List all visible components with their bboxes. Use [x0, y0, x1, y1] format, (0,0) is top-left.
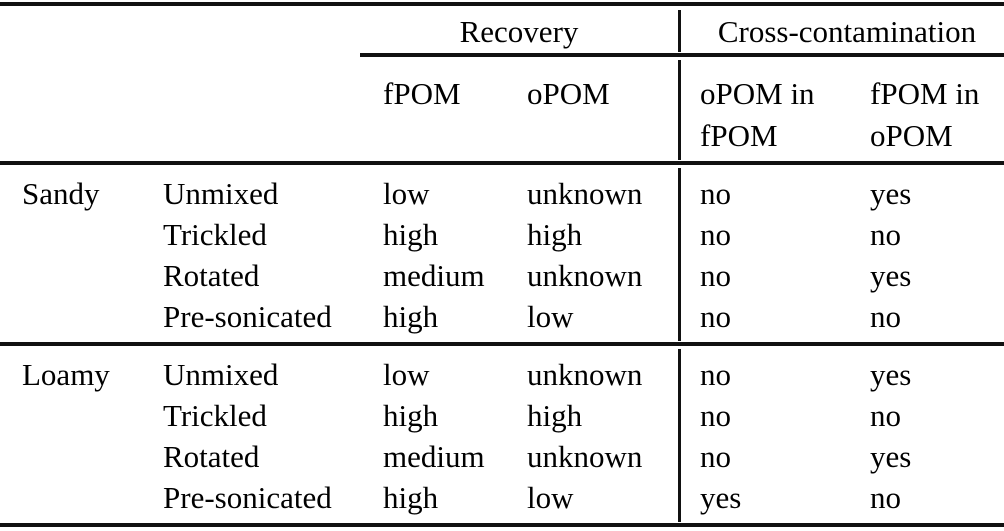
table-cell: unknown [527, 258, 643, 293]
table-cell: low [527, 480, 574, 515]
table-row: Unmixed [163, 176, 279, 211]
table-cell: no [700, 258, 731, 293]
table-row: Pre-sonicated [163, 480, 332, 515]
table-bottom-rule [0, 523, 1004, 527]
table-cell: high [527, 217, 583, 252]
table-cell: no [700, 299, 731, 334]
table-mid-rule [0, 342, 1004, 346]
table-cell: no [870, 217, 901, 252]
table-cell: no [870, 398, 901, 433]
row-group-label-loamy: Loamy [22, 357, 110, 392]
table-cell: yes [870, 258, 912, 293]
table-cell: high [383, 480, 439, 515]
table-group-rule [360, 53, 1004, 57]
table-row: Trickled [163, 398, 267, 433]
group-header-cross-contamination: Cross-contamination [717, 14, 977, 49]
table-top-rule [0, 2, 1004, 6]
table-cell: high [527, 398, 583, 433]
column-header-recovery-opom: oPOM [527, 76, 610, 111]
table-cell: low [383, 357, 430, 392]
column-group-separator [678, 168, 681, 341]
column-header-recovery-fpom: fPOM [383, 76, 461, 111]
column-group-separator [678, 60, 681, 160]
table-cell: no [700, 357, 731, 392]
table-cell: low [527, 299, 574, 334]
column-header-opom-in-fpom-line2: fPOM [700, 118, 778, 153]
table-cell: high [383, 398, 439, 433]
table-cell: medium [383, 439, 485, 474]
column-header-fpom-in-opom-line2: oPOM [870, 118, 953, 153]
column-header-fpom-in-opom-line1: fPOM in [870, 76, 980, 111]
table-cell: yes [870, 439, 912, 474]
table-row: Unmixed [163, 357, 279, 392]
column-header-opom-in-fpom-line1: oPOM in [700, 76, 815, 111]
table-cell: no [700, 217, 731, 252]
table-row: Rotated [163, 258, 260, 293]
table-row: Trickled [163, 217, 267, 252]
table-cell: yes [870, 357, 912, 392]
table-row: Rotated [163, 439, 260, 474]
table-cell: yes [870, 176, 912, 211]
group-header-recovery: Recovery [459, 14, 579, 49]
column-group-separator [678, 349, 681, 522]
table-cell: no [870, 299, 901, 334]
column-group-separator [678, 10, 681, 52]
table-cell: unknown [527, 439, 643, 474]
table-cell: no [870, 480, 901, 515]
row-group-label-sandy: Sandy [22, 176, 100, 211]
table-header-rule [0, 161, 1004, 165]
table-cell: unknown [527, 357, 643, 392]
table-cell: high [383, 217, 439, 252]
table-cell: no [700, 398, 731, 433]
table-cell: low [383, 176, 430, 211]
table-cell: unknown [527, 176, 643, 211]
table-cell: high [383, 299, 439, 334]
table-cell: medium [383, 258, 485, 293]
table-cell: yes [700, 480, 742, 515]
table-row: Pre-sonicated [163, 299, 332, 334]
table-cell: no [700, 439, 731, 474]
table-cell: no [700, 176, 731, 211]
